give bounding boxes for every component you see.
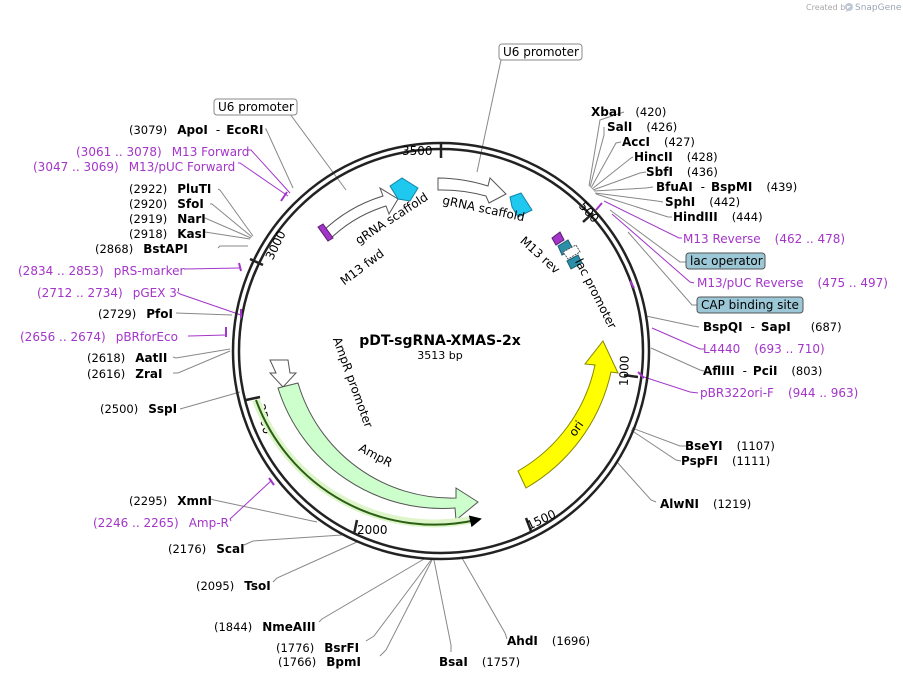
feature-label-lac-promoter: lac promoter: [572, 256, 619, 331]
site-sfoi[interactable]: (2920)SfoI: [129, 197, 204, 211]
feature-u6-promoter-left-head[interactable]: [389, 177, 419, 202]
primer-pbrforeco[interactable]: (2656 .. 2674)pBRforEco: [20, 330, 178, 344]
primer-m13-puc-reverse[interactable]: M13/pUC Reverse(475 .. 497): [697, 276, 888, 290]
site-tsoi[interactable]: (2095)TsoI: [196, 579, 271, 593]
feature-ampr-promoter[interactable]: [268, 359, 298, 388]
lac-operator-box[interactable]: lac operator: [685, 252, 766, 270]
cap-binding-site-box[interactable]: CAP binding site: [696, 296, 804, 314]
feature-ampr[interactable]: [277, 382, 479, 521]
site-ahdi[interactable]: AhdI(1696): [507, 634, 590, 648]
site-nmeaiii[interactable]: (1844)NmeAIII: [214, 620, 316, 634]
plasmid-name: pDT-sgRNA-XMAS-2x: [359, 333, 521, 349]
primer-prs-marker[interactable]: (2834 .. 2853)pRS-marker: [18, 264, 184, 278]
feature-lac-promoter[interactable]: [562, 244, 581, 260]
site-bseyi[interactable]: BseYI(1107): [685, 439, 775, 453]
svg-text:U6 promoter: U6 promoter: [503, 45, 579, 59]
primer-l4440[interactable]: L4440(693 .. 710): [703, 342, 825, 356]
site-kasi[interactable]: (2918)KasI: [129, 227, 206, 241]
feature-label-ampr-promoter: AmpR promoter: [330, 335, 376, 429]
brand-text: SnapGene: [855, 3, 902, 13]
primer-m13-forward[interactable]: (3061 .. 3078)M13 Forward: [76, 145, 249, 159]
feature-cap-binding-site[interactable]: [566, 254, 583, 270]
site-xmni[interactable]: (2295)XmnI: [129, 494, 212, 508]
u6-promoter-box-right[interactable]: U6 promoter: [498, 43, 583, 61]
u6-promoter-box-left[interactable]: U6 promoter: [213, 98, 298, 116]
feature-u6-promoter-right-head[interactable]: [509, 192, 533, 218]
feature-label-ampr: AmpR: [356, 441, 394, 470]
site-hindiii[interactable]: HindIII(444): [673, 210, 763, 224]
restriction-sites-left: (1766)BpmI (1776)BsrFI (1844)NmeAIII (20…: [87, 123, 361, 669]
feature-label-m13-fwd: M13 fwd: [338, 246, 387, 288]
snapgene-credit: Created by SnapGene: [806, 3, 902, 13]
features: [225, 177, 645, 528]
svg-text:CAP binding site: CAP binding site: [701, 298, 799, 312]
primer-m13-reverse[interactable]: M13 Reverse(462 .. 478): [683, 232, 845, 246]
site-pspfi[interactable]: PspFI(1111): [681, 454, 770, 468]
plasmid-length: 3513 bp: [417, 349, 462, 362]
site-sphi[interactable]: SphI(442): [665, 195, 740, 209]
site-pluti[interactable]: (2922)PluTI: [129, 182, 211, 196]
site-aatii[interactable]: (2618)AatII: [87, 351, 167, 365]
site-bstapi[interactable]: (2868)BstAPI: [95, 242, 188, 256]
site-sbfi[interactable]: SbfI(436): [646, 165, 718, 179]
feature-grna-scaffold-right[interactable]: [437, 177, 507, 204]
feature-ori[interactable]: [517, 340, 619, 489]
site-bsrfi[interactable]: (1776)BsrFI: [276, 641, 359, 655]
credit-text: Created by: [806, 3, 850, 12]
site-hincii[interactable]: HincII(428): [634, 150, 718, 164]
site-bsai[interactable]: BsaI(1757): [439, 655, 520, 669]
tick-label: 1000: [617, 355, 632, 386]
center-title: pDT-sgRNA-XMAS-2x 3513 bp: [359, 333, 521, 362]
primer-pgex-3[interactable]: (2712 .. 2734)pGEX 3': [37, 286, 180, 300]
feature-m13-fwd[interactable]: [317, 223, 334, 242]
primer-m13-puc-forward[interactable]: (3047 .. 3069)M13/pUC Forward: [33, 160, 235, 174]
site-scai[interactable]: (2176)ScaI: [168, 542, 245, 556]
site-apoi-ecori[interactable]: (3079)ApoI-EcoRI: [129, 123, 263, 137]
site-bpmi[interactable]: (1766)BpmI: [278, 655, 361, 669]
feature-m13-rev[interactable]: [551, 231, 565, 246]
site-bfuai-bspmi[interactable]: BfuAI-BspMI(439): [656, 180, 797, 194]
tick-label: 2000: [357, 523, 388, 537]
site-pfoi[interactable]: (2729)PfoI: [98, 307, 173, 321]
site-xbai[interactable]: XbaI(420): [591, 105, 666, 119]
boxed-labels: U6 promoter U6 promoter lac operator CAP…: [213, 43, 804, 314]
site-afliii-pcii[interactable]: AflIII-PciI(803): [703, 364, 822, 378]
svg-text:U6 promoter: U6 promoter: [218, 100, 294, 114]
site-nari[interactable]: (2919)NarI: [129, 212, 206, 226]
site-acci[interactable]: AccI(427): [622, 135, 695, 149]
site-bspqi-sapi[interactable]: BspQI-SapI(687): [703, 320, 842, 334]
svg-text:lac operator: lac operator: [690, 254, 763, 268]
tick-label: 3000: [263, 228, 289, 262]
primer-labels: M13 Reverse(462 .. 478) M13/pUC Reverse(…: [18, 145, 888, 530]
site-sali[interactable]: SalI(426): [607, 120, 677, 134]
snapgene-logo-icon: [845, 3, 853, 11]
feature-labels: gRNA scaffold gRNA scaffold M13 fwd M13 …: [330, 190, 620, 470]
tick-label: 1500: [525, 507, 559, 533]
primer-amp-r[interactable]: (2246 .. 2265)Amp-R: [93, 516, 229, 530]
site-zrai[interactable]: (2616)ZraI: [87, 367, 162, 381]
tick-marks: [245, 143, 639, 535]
tick-label: 3500: [402, 144, 433, 158]
primer-pbr322ori-f[interactable]: pBR322ori-F(944 .. 963): [700, 386, 858, 400]
site-alwni[interactable]: AlwNI(1219): [660, 497, 751, 511]
site-sspi[interactable]: (2500)SspI: [100, 402, 177, 416]
restriction-sites-right: XbaI(420) SalI(426) AccI(427) HincII(428…: [439, 105, 842, 669]
